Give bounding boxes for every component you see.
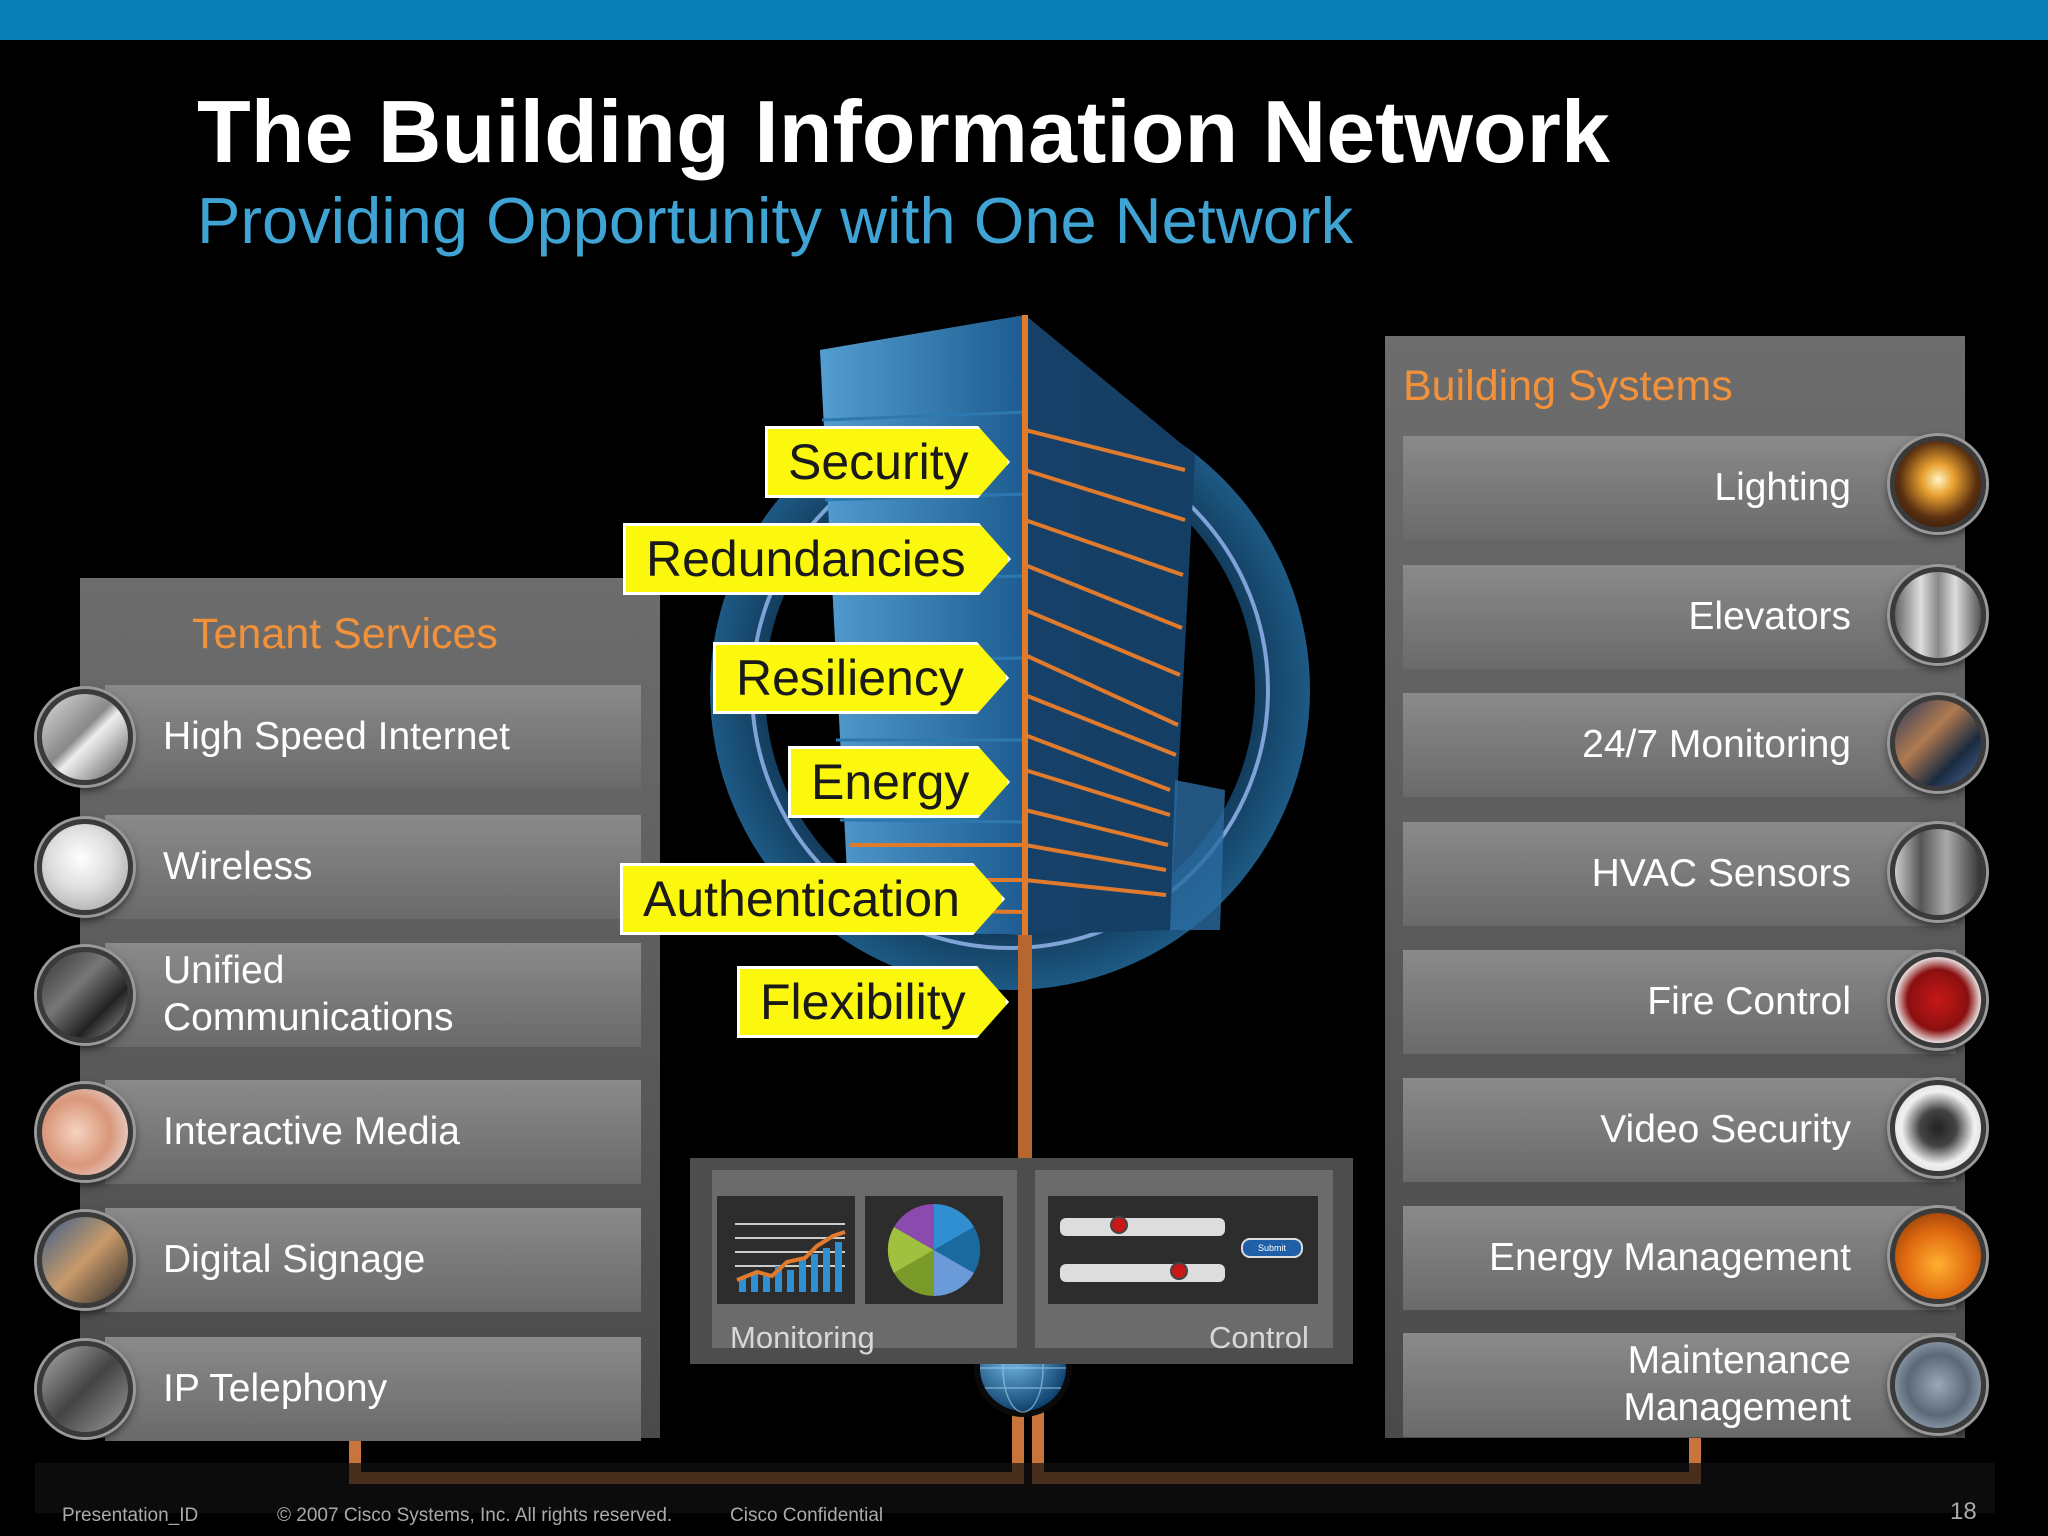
server-icon xyxy=(37,689,133,785)
building-item-label: Elevators xyxy=(1688,594,1851,638)
tenant-item-wireless: Wireless xyxy=(105,815,641,919)
touch-icon xyxy=(37,1084,133,1180)
tenant-item-interactive-media: Interactive Media xyxy=(105,1080,641,1184)
slide-subtitle: Providing Opportunity with One Network xyxy=(197,184,1354,257)
building-item-elevators: Elevators xyxy=(1403,565,1956,669)
tenant-item-label: Wireless xyxy=(163,844,313,888)
feature-tag-resiliency: Resiliency xyxy=(713,642,1009,714)
monitoring-pie-chart-icon xyxy=(865,1196,1003,1304)
building-item-lighting: Lighting xyxy=(1403,436,1956,540)
signage-icon xyxy=(37,1212,133,1308)
elevator-icon xyxy=(1890,567,1986,663)
monitoring-label: Monitoring xyxy=(730,1320,875,1355)
fire-panel-icon xyxy=(1890,952,1986,1048)
monitoring-line-chart-icon xyxy=(717,1196,855,1304)
operator-icon xyxy=(1890,695,1986,791)
building-item-hvac-sensors: HVAC Sensors xyxy=(1403,822,1956,926)
building-systems-title: Building Systems xyxy=(1403,362,1733,410)
feature-tag-energy: Energy xyxy=(788,746,1010,818)
building-item-energy-management: Energy Management xyxy=(1403,1206,1956,1310)
building-item-label: Maintenance Management xyxy=(1623,1339,1851,1429)
footer-copyright: © 2007 Cisco Systems, Inc. All rights re… xyxy=(277,1505,673,1526)
control-label: Control xyxy=(1209,1320,1309,1355)
submit-button[interactable]: Submit xyxy=(1241,1238,1303,1258)
top-accent-bar xyxy=(0,0,2048,40)
monitoring-control-console: Submit Monitoring Control xyxy=(690,1158,1353,1364)
tenant-item-label: Digital Signage xyxy=(163,1237,426,1281)
feature-tag-flexibility: Flexibility xyxy=(737,966,1009,1038)
control-slider-panel: Submit xyxy=(1048,1196,1318,1304)
building-item-label: Video Security xyxy=(1600,1107,1851,1151)
power-tower-icon xyxy=(1890,1208,1986,1304)
tenant-item-label: Interactive Media xyxy=(163,1109,460,1153)
gears-icon xyxy=(1890,1337,1986,1433)
people-icon xyxy=(37,947,133,1043)
building-item-label: HVAC Sensors xyxy=(1591,851,1851,895)
control-slider-bottom[interactable] xyxy=(1060,1262,1225,1282)
hvac-icon xyxy=(1890,824,1986,920)
tenant-item-digital-signage: Digital Signage xyxy=(105,1208,641,1312)
building-item-monitoring: 24/7 Monitoring xyxy=(1403,693,1956,797)
slide-title: The Building Information Network xyxy=(197,82,1610,181)
tenant-item-ip-telephony: IP Telephony xyxy=(105,1337,641,1441)
access-point-icon xyxy=(37,819,133,915)
building-item-label: Energy Management xyxy=(1488,1235,1851,1279)
building-item-fire-control: Fire Control xyxy=(1403,950,1956,1054)
footer-confidential: Cisco Confidential xyxy=(730,1505,884,1526)
building-item-label: Fire Control xyxy=(1647,979,1851,1023)
slider-knob[interactable] xyxy=(1110,1216,1128,1234)
building-item-maintenance-management: Maintenance Management xyxy=(1403,1333,1956,1437)
control-slider-top[interactable] xyxy=(1060,1216,1225,1236)
tenant-item-high-speed-internet: High Speed Internet xyxy=(105,685,641,789)
building-item-label: 24/7 Monitoring xyxy=(1582,722,1851,766)
phone-icon xyxy=(37,1341,133,1437)
tenant-services-title: Tenant Services xyxy=(192,610,498,658)
tenant-item-label: IP Telephony xyxy=(163,1366,388,1410)
tenant-item-label: Unified Communications xyxy=(163,949,454,1039)
building-item-label: Lighting xyxy=(1714,465,1851,509)
feature-tag-security: Security xyxy=(765,426,1010,498)
tenant-item-label: High Speed Internet xyxy=(163,714,510,758)
bulb-icon xyxy=(1890,436,1986,532)
feature-tag-redundancies: Redundancies xyxy=(623,523,1011,595)
tenant-item-unified-communications: Unified Communications xyxy=(105,943,641,1047)
footer-presentation-id: Presentation_ID xyxy=(62,1505,199,1526)
building-item-video-security: Video Security xyxy=(1403,1078,1956,1182)
page-number: 18 xyxy=(1950,1498,1977,1525)
slider-knob[interactable] xyxy=(1170,1262,1188,1280)
feature-tag-authentication: Authentication xyxy=(620,863,1005,935)
camera-icon xyxy=(1890,1080,1986,1176)
